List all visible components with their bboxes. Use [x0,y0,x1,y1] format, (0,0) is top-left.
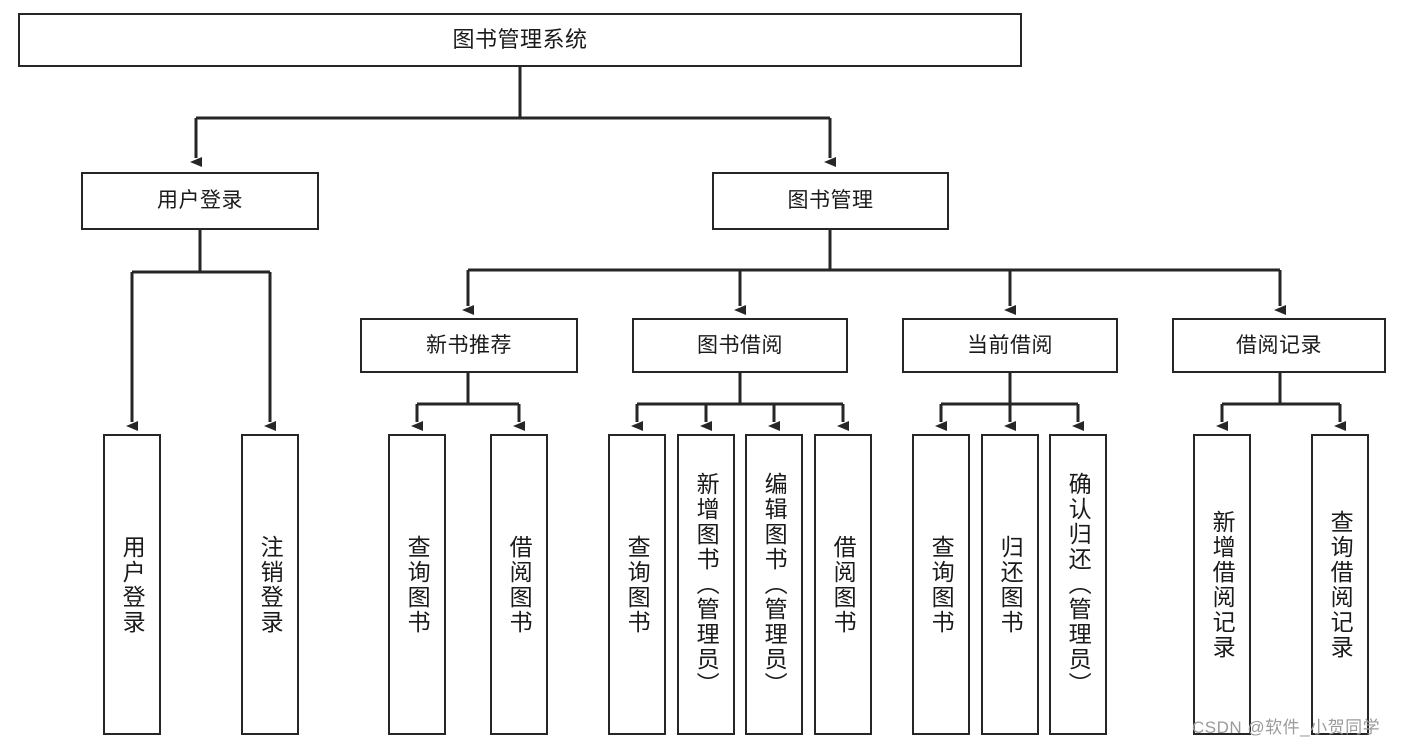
leaf-book-borrow-add[interactable]: 新增图书（管理员） [677,434,735,735]
leaf-current-borrow-return-label: 归还图书 [997,534,1024,635]
leaf-user-login-login[interactable]: 用户登录 [103,434,161,735]
leaf-borrow-record-query-label: 查询借阅记录 [1327,509,1354,660]
leaf-book-borrow-edit-label: 编辑图书（管理员） [761,472,788,697]
node-book-management-label: 图书管理 [787,189,874,213]
leaf-user-login-login-label: 用户登录 [119,534,146,635]
node-book-borrow[interactable]: 图书借阅 [632,318,848,373]
node-book-management[interactable]: 图书管理 [712,172,949,230]
csdn-watermark: CSDN @软件_小贺同学 [1192,718,1381,737]
leaf-current-borrow-confirm[interactable]: 确认归还（管理员） [1049,434,1107,735]
leaf-book-borrow-borrow[interactable]: 借阅图书 [814,434,872,735]
leaf-new-book-borrow-label: 借阅图书 [506,534,533,635]
leaf-user-login-logout[interactable]: 注销登录 [241,434,299,735]
leaf-current-borrow-return[interactable]: 归还图书 [981,434,1039,735]
node-borrow-record[interactable]: 借阅记录 [1172,318,1386,373]
leaf-borrow-record-query[interactable]: 查询借阅记录 [1311,434,1369,735]
leaf-book-borrow-borrow-label: 借阅图书 [830,534,857,635]
node-new-book-recommend-label: 新书推荐 [426,333,512,357]
leaf-book-borrow-add-label: 新增图书（管理员） [693,472,720,697]
leaf-user-login-logout-label: 注销登录 [257,534,284,635]
node-current-borrow-label: 当前借阅 [967,333,1053,357]
node-borrow-record-label: 借阅记录 [1236,333,1322,357]
leaf-new-book-borrow[interactable]: 借阅图书 [490,434,548,735]
leaf-book-borrow-query[interactable]: 查询图书 [608,434,666,735]
leaf-borrow-record-add[interactable]: 新增借阅记录 [1193,434,1251,735]
node-new-book-recommend[interactable]: 新书推荐 [360,318,578,373]
leaf-book-borrow-edit[interactable]: 编辑图书（管理员） [745,434,803,735]
leaf-new-book-query[interactable]: 查询图书 [388,434,446,735]
leaf-current-borrow-query-label: 查询图书 [928,534,955,635]
node-user-login[interactable]: 用户登录 [81,172,319,230]
node-book-borrow-label: 图书借阅 [697,333,783,357]
node-root[interactable]: 图书管理系统 [18,13,1022,67]
leaf-borrow-record-add-label: 新增借阅记录 [1209,509,1236,660]
leaf-book-borrow-query-label: 查询图书 [624,534,651,635]
node-current-borrow[interactable]: 当前借阅 [902,318,1118,373]
leaf-new-book-query-label: 查询图书 [404,534,431,635]
leaf-current-borrow-query[interactable]: 查询图书 [912,434,970,735]
node-root-label: 图书管理系统 [452,26,588,52]
node-user-login-label: 用户登录 [157,189,243,213]
leaf-current-borrow-confirm-label: 确认归还（管理员） [1065,472,1092,697]
